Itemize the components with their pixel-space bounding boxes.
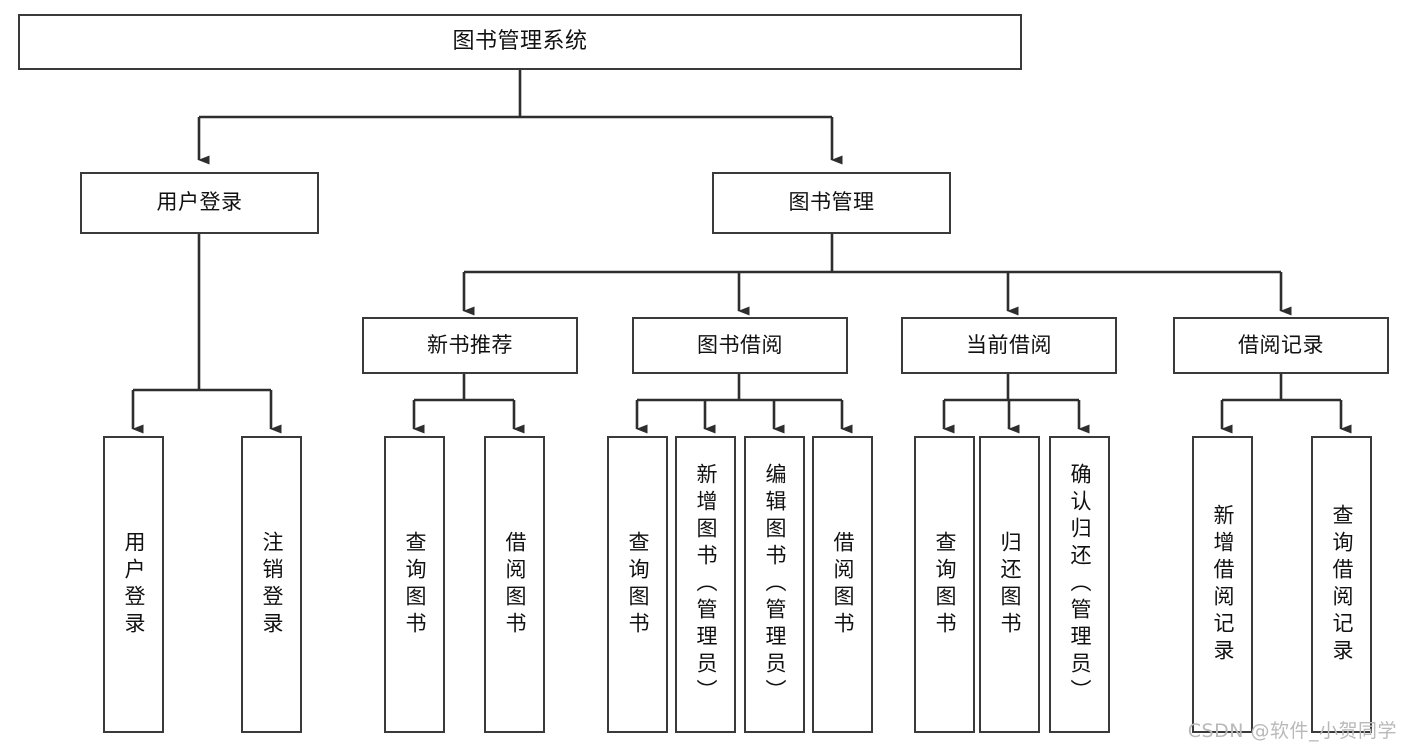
- node-label: 查询借阅记录: [1330, 503, 1354, 666]
- node-label: 新书推荐: [427, 332, 513, 357]
- node-label: 注销登录: [260, 530, 284, 639]
- node-label: 当前借阅: [966, 332, 1052, 357]
- leaf-borrow-edit-book-admin[interactable]: 编辑图书（管理员）: [744, 436, 805, 733]
- node-label: 新增图书（管理员）: [694, 463, 718, 706]
- node-label: 查询图书: [933, 530, 957, 639]
- node-label: 归还图书: [998, 530, 1022, 639]
- leaf-user-login-login[interactable]: 用户登录: [103, 436, 164, 733]
- leaf-borrow-add-book-admin[interactable]: 新增图书（管理员）: [675, 436, 736, 733]
- node-current-borrow[interactable]: 当前借阅: [901, 317, 1117, 374]
- node-label: 编辑图书（管理员）: [763, 463, 787, 706]
- node-label: 查询图书: [626, 530, 650, 639]
- node-label: 用户登录: [156, 190, 243, 215]
- leaf-user-login-logout[interactable]: 注销登录: [241, 436, 302, 733]
- node-root-book-management-system[interactable]: 图书管理系统: [18, 14, 1022, 70]
- leaf-recommend-query-book[interactable]: 查询图书: [384, 436, 445, 733]
- node-label: 图书管理系统: [452, 28, 588, 54]
- node-user-login[interactable]: 用户登录: [80, 172, 319, 234]
- leaf-current-query-book[interactable]: 查询图书: [914, 436, 975, 733]
- leaf-borrow-query-book[interactable]: 查询图书: [607, 436, 668, 733]
- node-label: 用户登录: [122, 530, 146, 639]
- node-label: 借阅图书: [503, 530, 527, 639]
- node-label: 确认归还（管理员）: [1068, 463, 1092, 706]
- leaf-record-query-record[interactable]: 查询借阅记录: [1311, 436, 1372, 733]
- node-book-borrow[interactable]: 图书借阅: [632, 317, 848, 374]
- node-label: 新增借阅记录: [1211, 503, 1235, 666]
- leaf-borrow-borrow-book[interactable]: 借阅图书: [812, 436, 873, 733]
- node-borrow-record[interactable]: 借阅记录: [1173, 317, 1389, 374]
- leaf-current-confirm-return-admin[interactable]: 确认归还（管理员）: [1049, 436, 1110, 733]
- leaf-recommend-borrow-book[interactable]: 借阅图书: [484, 436, 545, 733]
- node-label: 图书借阅: [697, 332, 783, 357]
- node-new-book-recommend[interactable]: 新书推荐: [362, 317, 578, 374]
- node-label: 借阅记录: [1238, 332, 1324, 357]
- leaf-current-return-book[interactable]: 归还图书: [979, 436, 1040, 733]
- node-label: 查询图书: [403, 530, 427, 639]
- node-label: 借阅图书: [831, 530, 855, 639]
- leaf-record-add-record[interactable]: 新增借阅记录: [1192, 436, 1253, 733]
- node-book-management[interactable]: 图书管理: [712, 172, 951, 234]
- node-label: 图书管理: [788, 190, 875, 215]
